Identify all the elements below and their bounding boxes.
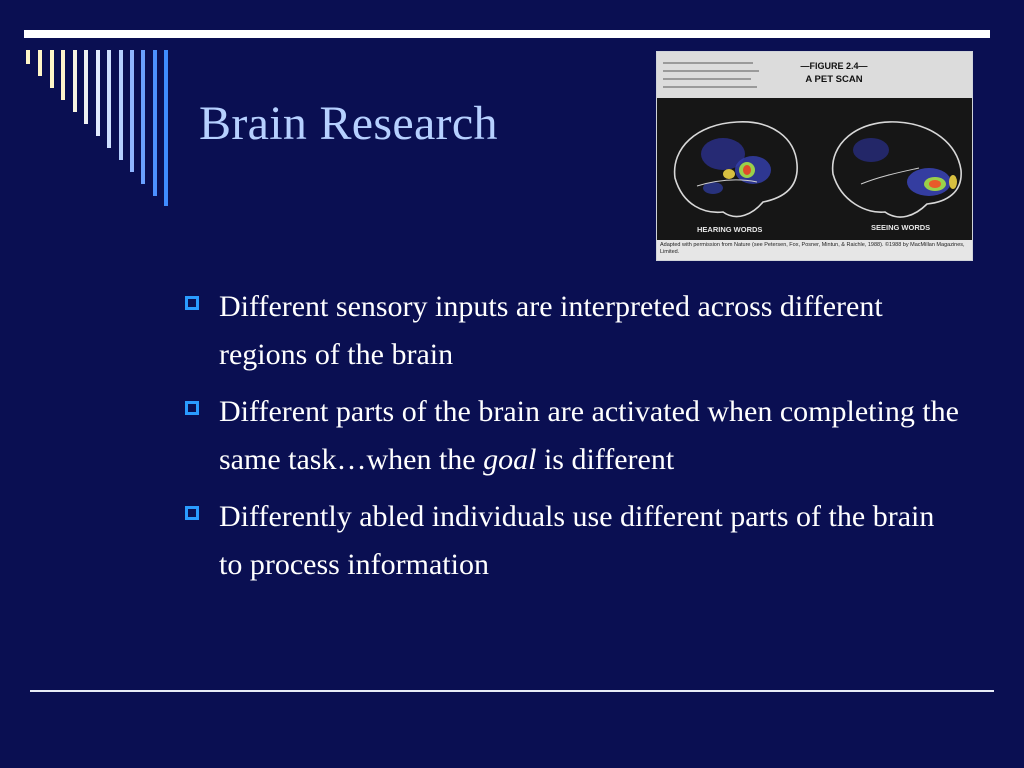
bullet-text-after: is different (536, 443, 675, 476)
square-bullet-icon (185, 401, 199, 415)
left-scan-label: HEARING WORDS (697, 225, 763, 234)
bullet-item: Different parts of the brain are activat… (182, 388, 962, 484)
decorative-stripes (24, 50, 174, 210)
square-bullet-icon (185, 296, 199, 310)
figure-header: —FIGURE 2.4— A PET SCAN (657, 52, 972, 98)
bullet-item: Different sensory inputs are interpreted… (182, 283, 962, 379)
square-bullet-icon (185, 506, 199, 520)
bullet-text: Differently abled individuals use differ… (219, 500, 935, 581)
pet-scan-figure: —FIGURE 2.4— A PET SCAN HEARING WORDS SE… (656, 51, 973, 261)
bullet-text: Different sensory inputs are interpreted… (219, 290, 883, 371)
top-divider (24, 30, 990, 38)
bullet-emphasis: goal (483, 443, 537, 476)
pet-scan-image (657, 98, 972, 242)
slide-title: Brain Research (199, 97, 498, 150)
bullet-text-before: Different parts of the brain are activat… (219, 395, 959, 476)
figure-name: A PET SCAN (805, 74, 863, 85)
figure-caption: Adapted with permission from Nature (see… (657, 240, 972, 260)
right-scan-label: SEEING WORDS (871, 223, 931, 232)
bullet-item: Differently abled individuals use differ… (182, 493, 962, 589)
bottom-divider (30, 690, 994, 692)
bullet-list: Different sensory inputs are interpreted… (182, 283, 962, 598)
figure-number: —FIGURE 2.4— (800, 61, 868, 71)
